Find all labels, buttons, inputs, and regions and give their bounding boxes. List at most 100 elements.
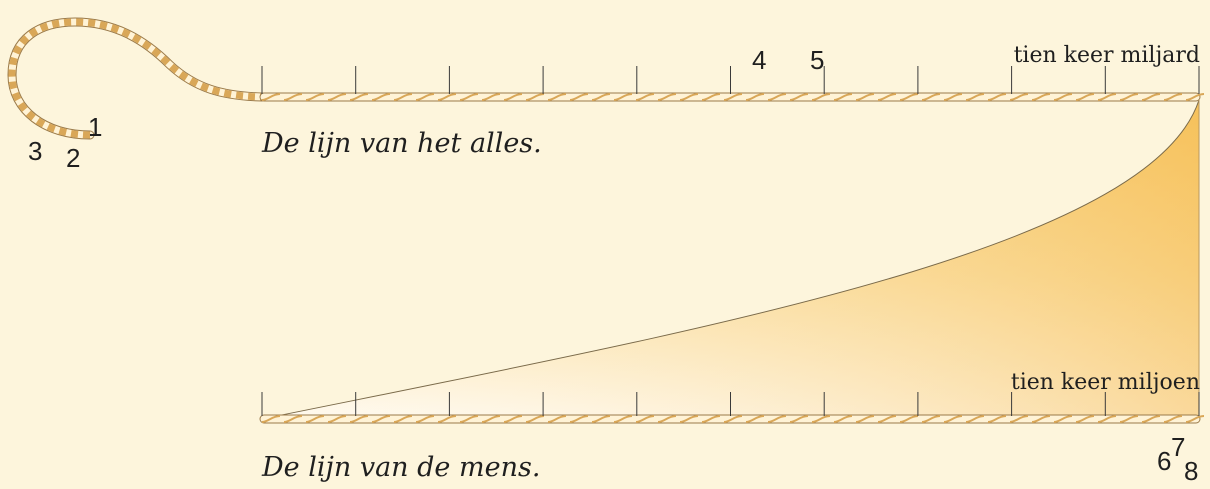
rope-twist xyxy=(1119,93,1139,101)
rope-twist xyxy=(635,415,655,423)
rope-twist xyxy=(833,415,853,423)
rope-twist xyxy=(305,415,325,423)
rope-twist xyxy=(1097,93,1117,101)
rope-twist xyxy=(1185,93,1205,101)
rope-twist xyxy=(261,93,281,101)
rope-twist xyxy=(1097,415,1117,423)
rope-twist xyxy=(1031,93,1051,101)
rope-twist xyxy=(899,93,919,101)
rope-twist xyxy=(437,93,457,101)
bottom-line-end-label: tien keer miljoen xyxy=(1011,370,1200,395)
rope-twist xyxy=(503,93,523,101)
bottom-rope xyxy=(259,392,1205,424)
rope-twist xyxy=(855,93,875,101)
rope-twist xyxy=(1075,415,1095,423)
marker-2: 2 xyxy=(66,143,80,173)
rope-twist xyxy=(525,93,545,101)
rope-twist xyxy=(437,415,457,423)
rope-twist xyxy=(371,93,391,101)
rope-twist xyxy=(657,415,677,423)
bottom-line-caption: De lijn van de mens. xyxy=(261,452,540,483)
rope-twist xyxy=(569,93,589,101)
rope-twist xyxy=(811,93,831,101)
rope-twist xyxy=(415,93,435,101)
rope-twist xyxy=(745,415,765,423)
rope-twist xyxy=(1141,415,1161,423)
marker-8: 8 xyxy=(1184,456,1198,486)
rope-twist xyxy=(283,415,303,423)
marker-4: 4 xyxy=(752,45,766,75)
marker-7: 7 xyxy=(1171,432,1185,462)
tick-marks-top xyxy=(261,66,1200,94)
rope-twist xyxy=(547,93,567,101)
rope-twist xyxy=(613,93,633,101)
marker-3: 3 xyxy=(28,136,42,166)
rope-twist xyxy=(833,93,853,101)
rope-twist xyxy=(327,93,347,101)
rope-twist xyxy=(1185,415,1205,423)
rope-twist xyxy=(349,93,369,101)
rope-twist xyxy=(525,415,545,423)
rope-twist xyxy=(503,415,523,423)
rope-twist xyxy=(327,415,347,423)
rope-twist xyxy=(1163,415,1183,423)
rope-twist xyxy=(459,415,479,423)
rope-twist xyxy=(591,415,611,423)
rope-twist xyxy=(261,415,281,423)
top-line-caption: De lijn van het alles. xyxy=(261,128,542,159)
rope-twist xyxy=(943,93,963,101)
rope-twist xyxy=(877,93,897,101)
rope-twist xyxy=(393,93,413,101)
rope-twist xyxy=(987,415,1007,423)
rope-twist xyxy=(1119,415,1139,423)
rope-twist xyxy=(767,93,787,101)
rope-twist xyxy=(789,415,809,423)
rope-twist xyxy=(1053,415,1073,423)
rope-twist xyxy=(899,415,919,423)
rope-twist xyxy=(591,93,611,101)
rope-twist xyxy=(459,93,479,101)
scale-wedge xyxy=(261,99,1200,420)
rope-twist xyxy=(921,415,941,423)
rope-twist xyxy=(1141,93,1161,101)
rope-twist xyxy=(613,415,633,423)
rope-twist xyxy=(305,93,325,101)
rope-twist xyxy=(679,93,699,101)
rope-twist xyxy=(943,415,963,423)
rope-twist xyxy=(1053,93,1073,101)
rope-twist xyxy=(745,93,765,101)
rope-twist xyxy=(657,93,677,101)
rope-twist xyxy=(987,93,1007,101)
rope-twist xyxy=(767,415,787,423)
rope-twist xyxy=(855,415,875,423)
rope-twist xyxy=(679,415,699,423)
rope-twist xyxy=(415,415,435,423)
rope-twist xyxy=(481,93,501,101)
rope-twist xyxy=(723,93,743,101)
rope-twist xyxy=(393,415,413,423)
rope-twist xyxy=(1009,93,1029,101)
rope-twist xyxy=(701,415,721,423)
rope-twist xyxy=(371,415,391,423)
rope-twist xyxy=(701,93,721,101)
top-line-end-label: tien keer miljard xyxy=(1014,43,1200,68)
rope-twist xyxy=(811,415,831,423)
rope-twist xyxy=(283,93,303,101)
rope-twist xyxy=(1075,93,1095,101)
marker-6: 6 xyxy=(1157,446,1171,476)
rope-twist xyxy=(965,415,985,423)
tick-marks-bottom xyxy=(261,392,1200,416)
rope-twist xyxy=(921,93,941,101)
top-rope xyxy=(7,17,1205,140)
rope-twist xyxy=(1009,415,1029,423)
rope-twist xyxy=(349,415,369,423)
rope-twist xyxy=(569,415,589,423)
marker-5: 5 xyxy=(810,45,824,75)
rope-twist xyxy=(1163,93,1183,101)
marker-1: 1 xyxy=(88,112,102,142)
rope-twist xyxy=(635,93,655,101)
rope-twist xyxy=(1031,415,1051,423)
rope-twist xyxy=(723,415,743,423)
rope-twist xyxy=(789,93,809,101)
